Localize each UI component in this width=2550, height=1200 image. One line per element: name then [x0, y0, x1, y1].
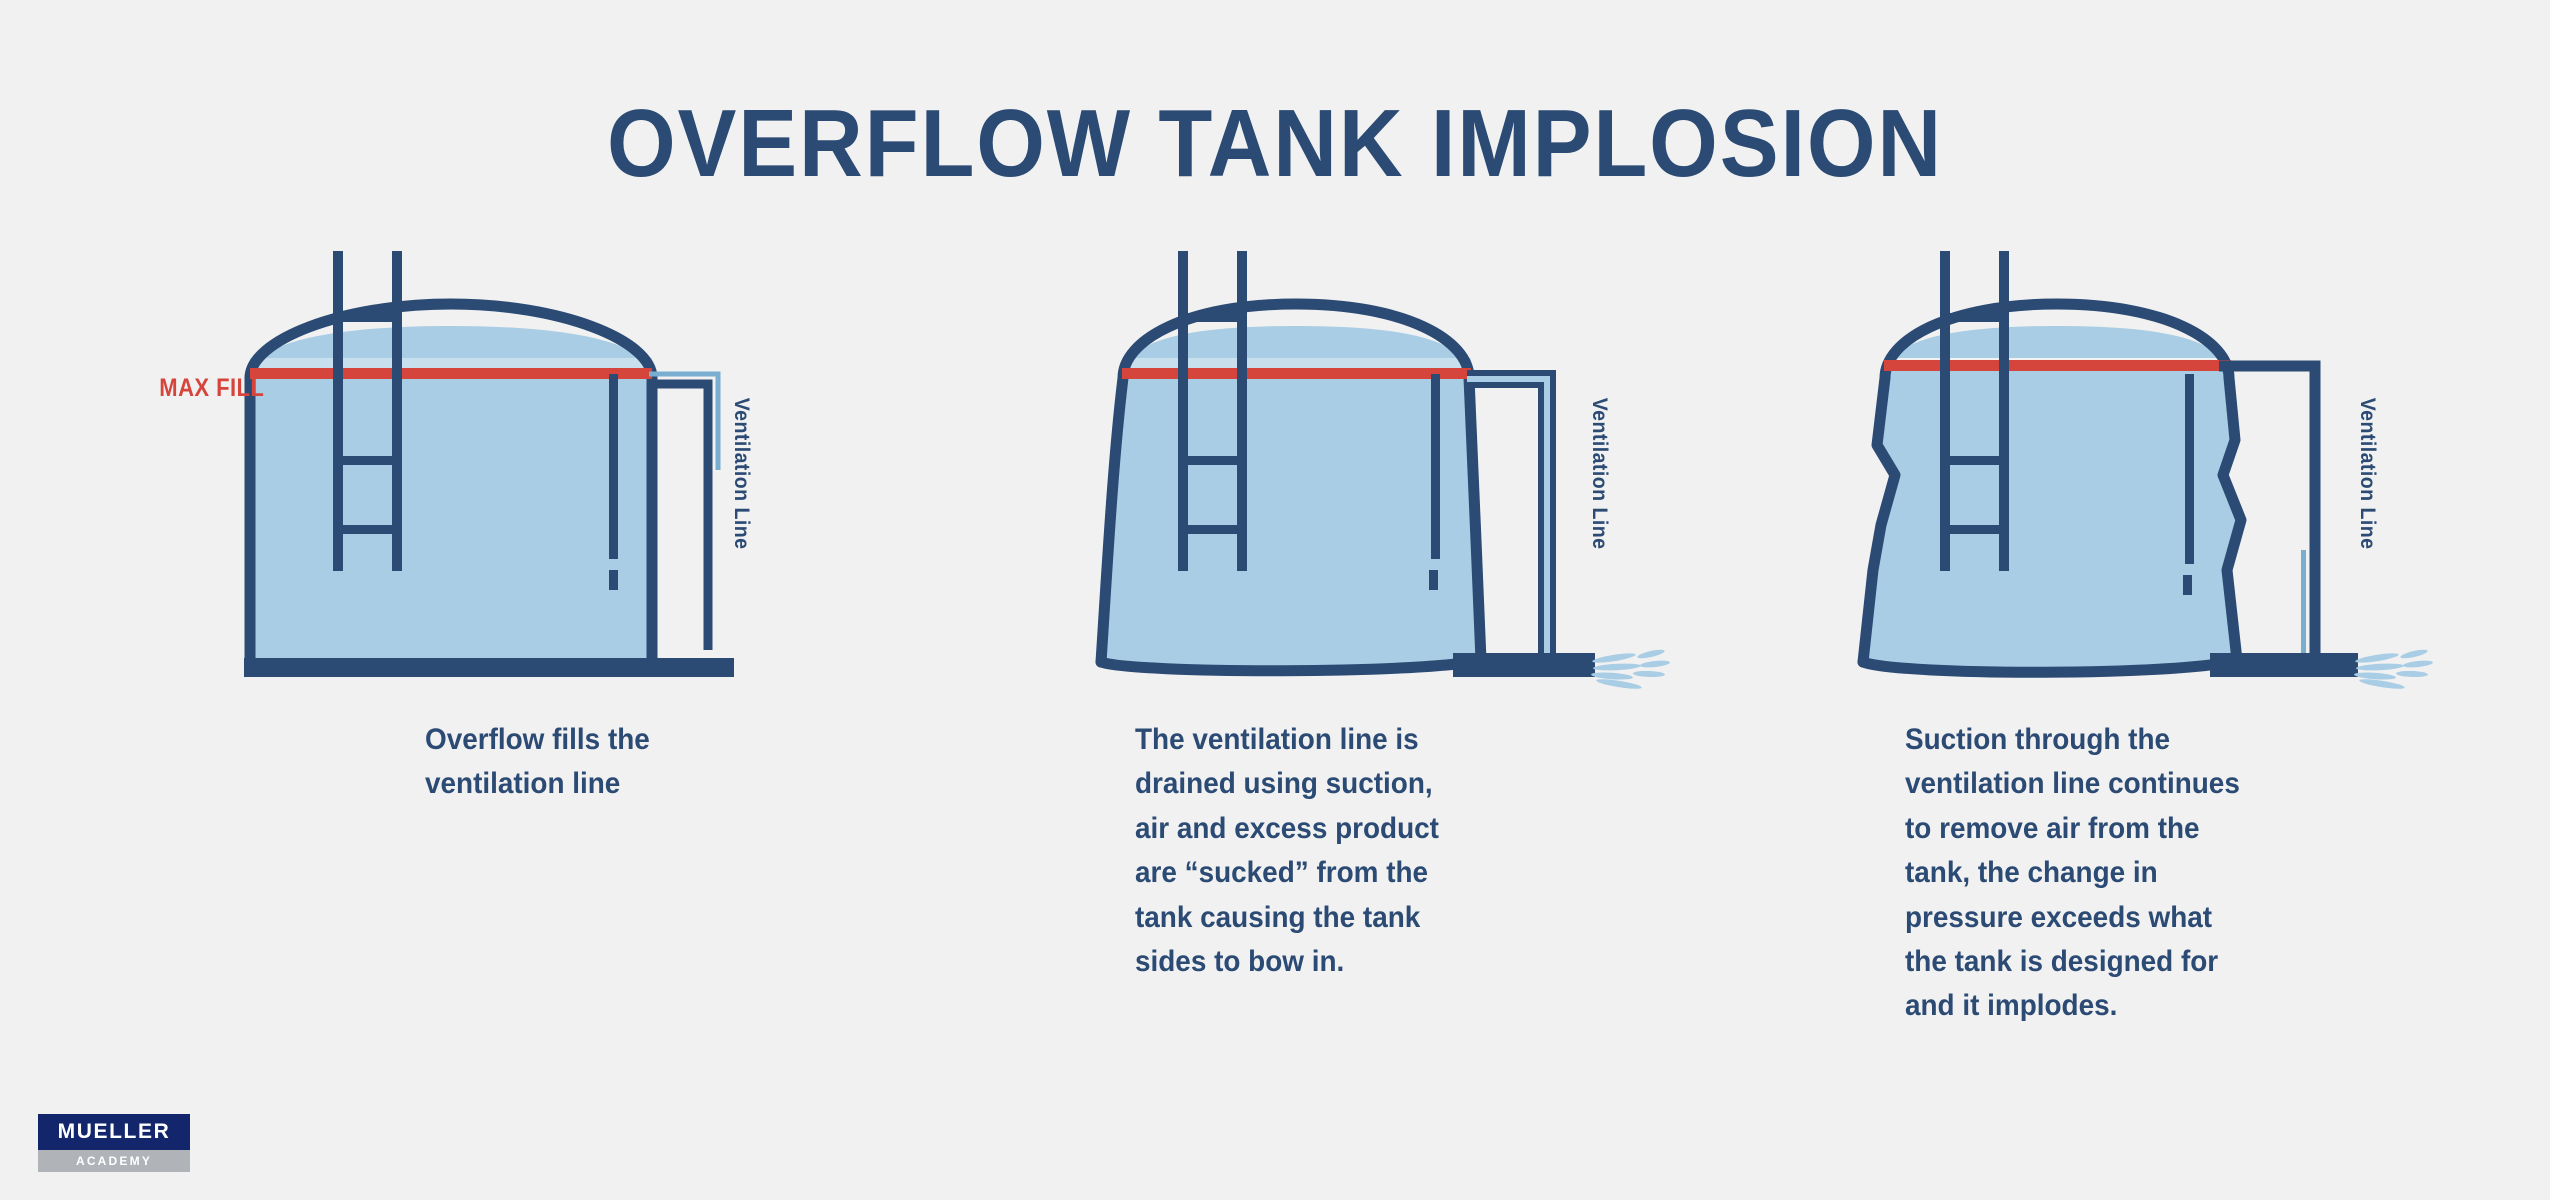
panel-tank-implodes: Ventilation Line — [1855, 251, 2475, 690]
tank-bottom-edge — [1857, 654, 2243, 678]
max-fill-line — [250, 368, 652, 379]
ladder-rung — [1178, 456, 1247, 465]
tank-base-slab — [1453, 653, 1595, 677]
brand-logo: MUELLER ACADEMY — [38, 1114, 190, 1172]
ladder-rung — [1940, 456, 2009, 465]
ladder-rail-right — [1999, 251, 2009, 571]
panel-overflow-fills: MAX FILL Ventilation Line — [159, 251, 860, 690]
max-fill-line — [1884, 360, 2231, 371]
ladder-rail-right — [1237, 251, 1247, 571]
tank-diagram-normal: MAX FILL Ventilation Line — [159, 251, 860, 690]
internal-dip-pipe-tip — [609, 570, 618, 590]
internal-dip-pipe — [2185, 374, 2194, 564]
panel-line-drained: Ventilation Line — [1095, 251, 1715, 690]
ladder-rung — [1940, 313, 2009, 322]
internal-dip-pipe — [1431, 374, 1440, 559]
ventilation-line-label: Ventilation Line — [1588, 397, 1611, 550]
internal-dip-pipe — [609, 374, 618, 559]
tank-liquid-fill — [1101, 326, 1481, 667]
tank-bottom-edge — [1095, 654, 1487, 677]
ladder-rung — [1940, 525, 2009, 534]
page-title: OVERFLOW TANK IMPLOSION — [607, 90, 1943, 197]
ladder-rung — [333, 456, 402, 465]
tank-base-slab — [2210, 653, 2358, 677]
tank-liquid-fill — [1863, 326, 2241, 670]
tank-base-slab — [244, 658, 734, 677]
ladder-rail-left — [1178, 251, 1188, 571]
ventilation-pipe-outer — [649, 379, 713, 650]
spray-droplets — [1591, 649, 1670, 689]
internal-dip-pipe-tip — [2183, 575, 2192, 595]
ladder-rail-right — [392, 251, 402, 571]
ladder-rail-left — [1940, 251, 1950, 571]
panel-caption: The ventilation line is drained using su… — [1135, 723, 1439, 978]
ventilation-pipe — [1467, 370, 1556, 658]
tank-diagram-imploded: Ventilation Line — [1855, 251, 2475, 690]
ventilation-pipe — [649, 371, 721, 470]
tank-diagram-bowed: Ventilation Line — [1095, 251, 1715, 690]
internal-dip-pipe-tip — [1429, 570, 1438, 590]
ladder-rung — [1178, 313, 1247, 322]
panel-caption: Overflow fills the ventilation line — [425, 723, 650, 801]
logo-secondary-text: ACADEMY — [38, 1150, 190, 1172]
tank-headspace-band — [250, 358, 652, 368]
tank-headspace-band — [1122, 358, 1471, 368]
ladder-rail-left — [333, 251, 343, 571]
ladder-rung — [1178, 525, 1247, 534]
tank-shell-outline — [244, 298, 658, 669]
tank-liquid-fill — [250, 326, 652, 663]
ventilation-pipe-liquid — [1467, 373, 1553, 658]
spray-droplets — [2354, 649, 2433, 689]
tank-shell-outline — [1095, 298, 1487, 668]
ventilation-pipe-inner — [1467, 382, 1544, 658]
ventilation-line-label: Ventilation Line — [2356, 397, 2379, 550]
max-fill-line — [1122, 368, 1471, 379]
ventilation-pipe — [2219, 360, 2321, 660]
ventilation-pipe-residual — [2301, 550, 2306, 658]
panel-caption: Suction through the ventilation line con… — [1905, 723, 2240, 1023]
max-fill-label: MAX FILL — [159, 374, 265, 402]
ladder-rung — [333, 313, 402, 322]
ventilation-line-label: Ventilation Line — [730, 397, 753, 550]
ladder-rung — [333, 525, 402, 534]
logo-primary-text: MUELLER — [38, 1114, 190, 1150]
